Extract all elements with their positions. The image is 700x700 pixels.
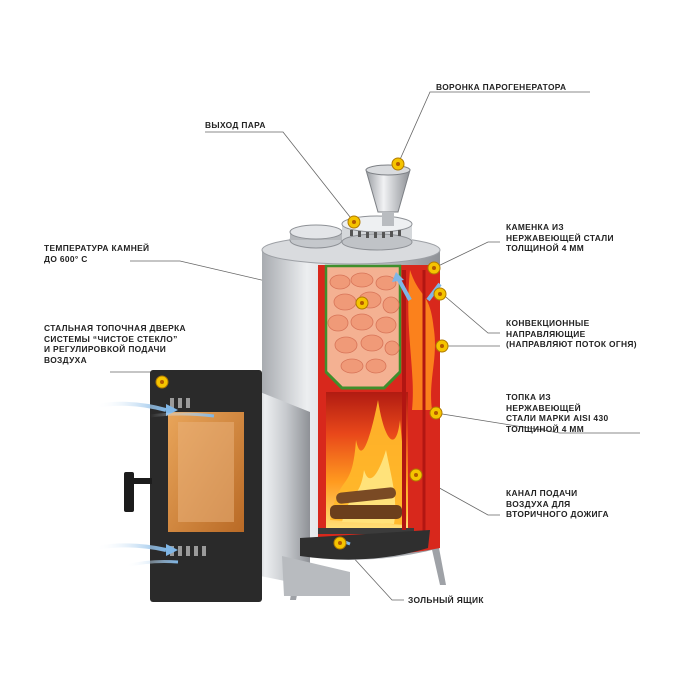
label-line: (НАПРАВЛЯЮТ ПОТОК ОГНЯ) <box>506 339 637 349</box>
air-arrow <box>95 543 167 552</box>
flame <box>408 270 435 410</box>
label-line: ТОЛЩИНОЙ 4 ММ <box>506 423 585 434</box>
label-steam-outlet: ВЫХОД ПАРА <box>205 120 266 131</box>
label-convection: КОНВЕКЦИОННЫЕ НАПРАВЛЯЮЩИЕ (НАПРАВЛЯЮТ П… <box>506 318 637 350</box>
marker-dot <box>155 375 169 389</box>
label-line: КАМЕНКА ИЗ <box>506 222 565 232</box>
marker-dot <box>429 406 443 420</box>
label-ash-box: ЗОЛЬНЫЙ ЯЩИК <box>408 595 484 606</box>
stone-basket <box>324 264 402 390</box>
door-handle <box>124 472 134 512</box>
label-door: СТАЛЬНАЯ ТОПОЧНАЯ ДВЕРКА СИСТЕМЫ “ЧИСТОЕ… <box>44 323 186 365</box>
leader-stone-box <box>433 241 500 269</box>
label-line: НАПРАВЛЯЮЩИЕ <box>506 328 586 339</box>
label-line: ТОЛЩИНОЙ 4 ММ <box>506 243 585 253</box>
marker-dot <box>355 296 369 310</box>
top-lid <box>289 215 413 251</box>
leader-ash-box <box>339 542 404 601</box>
label-line: СТАЛЬНАЯ ТОПОЧНАЯ ДВЕРКА <box>44 323 186 333</box>
label-line: ДО 600° С <box>44 253 88 264</box>
ash-box <box>282 530 430 596</box>
label-line: И РЕГУЛИРОВКОЙ ПОДАЧИ <box>44 344 167 354</box>
door-frame <box>250 388 310 586</box>
leader-lines <box>110 91 640 601</box>
firebox-cutaway <box>318 265 440 556</box>
label-line: КОНВЕКЦИОННЫЕ <box>506 318 590 328</box>
stove-door <box>124 370 310 602</box>
label-funnel: ВОРОНКА ПАРОГЕНЕРАТОРА <box>436 82 566 93</box>
label-line: ВОРОНКА ПАРОГЕНЕРАТОРА <box>436 82 567 92</box>
marker-dot <box>333 536 347 550</box>
label-line: СИСТЕМЫ “ЧИСТОЕ СТЕКЛО” <box>44 333 178 344</box>
leader-convection-1 <box>439 291 500 334</box>
marker-dot <box>391 157 405 171</box>
label-line: ВТОРИЧНОГО ДОЖИГА <box>506 509 609 519</box>
markers <box>155 157 449 550</box>
leader-steam-outlet <box>205 131 355 223</box>
marker-dot <box>427 261 441 275</box>
marker-dot <box>409 468 423 482</box>
label-line: НЕРЖАВЕЮЩЕЙ СТАЛИ <box>506 232 614 243</box>
air-arrow <box>149 412 215 418</box>
label-stone-box: КАМЕНКА ИЗ НЕРЖАВЕЮЩЕЙ СТАЛИ ТОЛЩИНОЙ 4 … <box>506 222 614 254</box>
label-line: ВОЗДУХА ДЛЯ <box>506 498 571 509</box>
air-arrow <box>125 560 179 568</box>
label-line: ЗОЛЬНЫЙ ЯЩИК <box>408 595 484 605</box>
air-arrow <box>396 277 412 301</box>
grate <box>318 528 414 534</box>
label-line: ТЕМПЕРАТУРА КАМНЕЙ <box>44 243 150 253</box>
wood-log <box>336 487 396 504</box>
marker-dot <box>435 339 449 353</box>
label-air-channel: КАНАЛ ПОДАЧИ ВОЗДУХА ДЛЯ ВТОРИЧНОГО ДОЖИ… <box>506 488 609 520</box>
wood-log <box>330 505 402 519</box>
leader-firebox <box>435 412 640 434</box>
label-line: НЕРЖАВЕЮЩЕЙ <box>506 402 581 413</box>
label-stones-temp: ТЕМПЕРАТУРА КАМНЕЙ ДО 600° С <box>44 243 149 264</box>
leader-funnel <box>397 91 590 165</box>
air-arrow <box>95 401 167 412</box>
label-line: ТОПКА ИЗ <box>506 392 551 402</box>
label-firebox: ТОПКА ИЗ НЕРЖАВЕЮЩЕЙ СТАЛИ МАРКИ AISI 43… <box>506 392 608 434</box>
label-line: ВОЗДУХА <box>44 354 87 365</box>
label-line: КАНАЛ ПОДАЧИ <box>506 488 578 498</box>
label-line: ВЫХОД ПАРА <box>205 120 266 130</box>
label-line: СТАЛИ МАРКИ AISI 430 <box>506 413 609 423</box>
marker-dot <box>433 287 447 301</box>
marker-dot <box>347 215 361 229</box>
air-arrows <box>95 272 442 568</box>
